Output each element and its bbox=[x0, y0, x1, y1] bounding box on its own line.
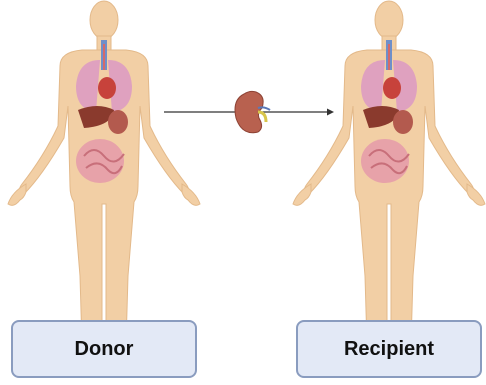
donor-label: Donor bbox=[75, 338, 134, 361]
recipient-label-box: Recipient bbox=[296, 320, 482, 378]
donor-label-box: Donor bbox=[11, 320, 197, 378]
recipient-body-icon bbox=[293, 1, 485, 344]
donor-body-icon bbox=[8, 1, 200, 344]
recipient-label: Recipient bbox=[344, 338, 434, 361]
